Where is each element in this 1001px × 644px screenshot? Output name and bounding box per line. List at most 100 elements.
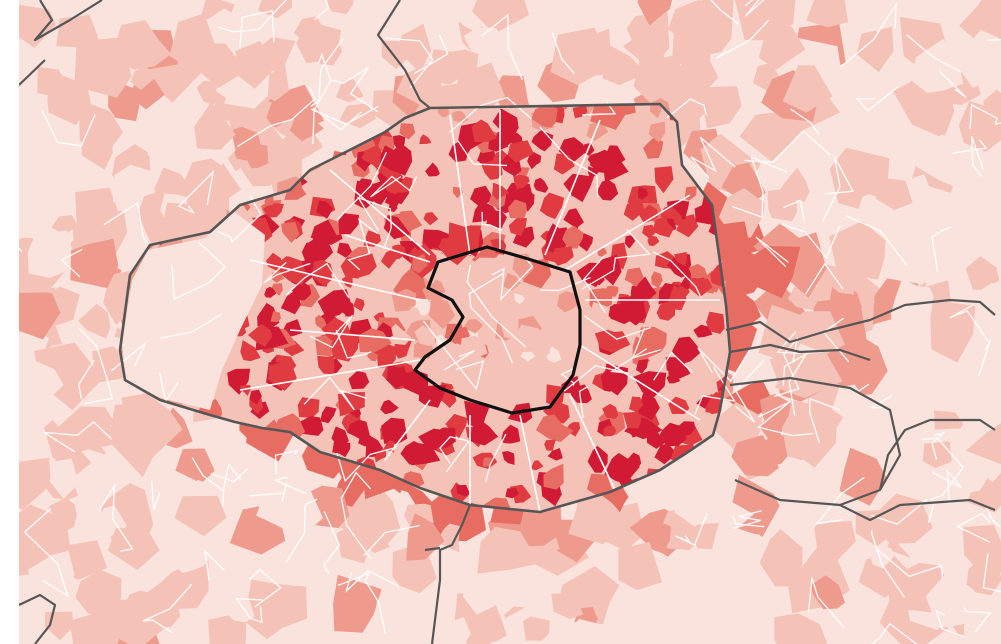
city-tract[interactable] [594, 329, 618, 347]
suburb-tract[interactable] [953, 29, 1001, 88]
suburb-tract[interactable] [194, 102, 236, 150]
suburb-tract[interactable] [976, 282, 1001, 331]
city-tract[interactable] [654, 166, 674, 194]
suburb-tract[interactable] [856, 26, 894, 73]
city-tract[interactable] [494, 365, 515, 388]
suburb-tract[interactable] [165, 529, 218, 574]
suburb-tract[interactable] [440, 617, 471, 644]
suburb-tract[interactable] [633, 55, 690, 104]
city-tract[interactable] [397, 176, 413, 193]
suburb-tract[interactable] [982, 228, 1001, 253]
suburb-tract[interactable] [34, 342, 103, 411]
city-tract[interactable] [264, 286, 277, 298]
city-tract[interactable] [418, 385, 447, 408]
city-tract[interactable] [587, 474, 613, 496]
suburb-tract[interactable] [336, 79, 364, 103]
city-tract[interactable] [530, 460, 544, 471]
city-tract[interactable] [658, 422, 687, 447]
suburb-tract[interactable] [921, 249, 964, 287]
suburb-tract[interactable] [174, 495, 227, 537]
city-tract[interactable] [480, 497, 513, 528]
city-tract[interactable] [310, 219, 338, 245]
city-tract[interactable] [533, 177, 549, 193]
suburb-tract[interactable] [131, 583, 180, 628]
city-tract[interactable] [638, 393, 660, 421]
city-tract[interactable] [551, 246, 574, 266]
city-tract[interactable] [633, 371, 667, 401]
city-tract[interactable] [693, 324, 713, 338]
city-tract[interactable] [386, 365, 412, 389]
suburb-tract[interactable] [108, 404, 159, 478]
suburb-tract[interactable] [48, 497, 77, 534]
suburb-tract[interactable] [434, 523, 461, 553]
city-tract[interactable] [380, 145, 402, 165]
suburb-tract[interactable] [860, 1, 888, 34]
suburb-tract[interactable] [606, 23, 632, 51]
city-tract[interactable] [414, 325, 435, 347]
suburb-tract[interactable] [922, 441, 952, 468]
suburb-tract[interactable] [786, 501, 816, 526]
city-tract[interactable] [297, 397, 320, 418]
city-tract[interactable] [649, 104, 662, 118]
city-tract[interactable] [280, 289, 301, 315]
suburb-tract[interactable] [962, 524, 1001, 573]
suburb-tract[interactable] [523, 616, 550, 641]
city-tract[interactable] [341, 276, 353, 288]
suburb-tract[interactable] [881, 123, 902, 149]
city-tract[interactable] [543, 463, 564, 490]
city-tract[interactable] [544, 223, 571, 254]
city-tract[interactable] [423, 212, 439, 226]
city-tract[interactable] [688, 263, 708, 282]
suburb-tract[interactable] [244, 579, 308, 640]
suburb-tract[interactable] [450, 49, 479, 84]
city-tract[interactable] [384, 193, 400, 207]
city-tract[interactable] [411, 443, 441, 466]
suburb-tract[interactable] [235, 41, 276, 89]
city-tract[interactable] [383, 440, 395, 453]
east-wood-boundary[interactable] [729, 376, 902, 507]
suburb-tract[interactable] [858, 552, 913, 598]
city-tract[interactable] [305, 241, 318, 254]
city-tract[interactable] [472, 201, 498, 223]
city-tract[interactable] [674, 251, 687, 267]
city-tract[interactable] [337, 242, 353, 258]
city-tract[interactable] [515, 187, 535, 212]
suburb-tract[interactable] [774, 613, 831, 644]
suburb-tract[interactable] [107, 527, 160, 571]
city-tract[interactable] [425, 162, 440, 177]
suburb-tract[interactable] [825, 267, 858, 295]
suburb-tract[interactable] [8, 3, 56, 48]
suburb-tract[interactable] [559, 618, 602, 644]
suburb-tract[interactable] [898, 231, 928, 264]
city-tract[interactable] [643, 137, 664, 159]
suburb-tract[interactable] [966, 154, 1001, 189]
city-tract[interactable] [546, 384, 565, 407]
city-tract[interactable] [348, 370, 370, 390]
city-tract[interactable] [637, 186, 649, 200]
suburb-tract[interactable] [175, 448, 215, 484]
city-tract[interactable] [604, 304, 633, 325]
city-tract[interactable] [651, 271, 663, 288]
city-tract[interactable] [652, 216, 674, 238]
city-tract[interactable] [271, 283, 283, 296]
suburb-tract[interactable] [130, 65, 153, 90]
suburb-tract[interactable] [689, 556, 733, 612]
city-tract[interactable] [240, 340, 261, 362]
city-tract[interactable] [508, 217, 527, 237]
city-tract[interactable] [598, 409, 626, 435]
city-tract[interactable] [689, 277, 713, 297]
city-tract[interactable] [331, 426, 349, 448]
city-tract[interactable] [636, 359, 649, 374]
city-tract[interactable] [647, 235, 660, 247]
city-tract[interactable] [604, 452, 640, 484]
suburb-tract[interactable] [965, 256, 1000, 290]
suburb-tract[interactable] [208, 614, 247, 644]
city-tract[interactable] [320, 406, 337, 424]
city-tract[interactable] [456, 484, 471, 497]
city-tract[interactable] [520, 351, 536, 362]
suburb-tract[interactable] [930, 290, 976, 363]
city-tract[interactable] [540, 192, 565, 219]
suburb-tract[interactable] [767, 189, 798, 222]
suburb-tract[interactable] [875, 177, 913, 211]
